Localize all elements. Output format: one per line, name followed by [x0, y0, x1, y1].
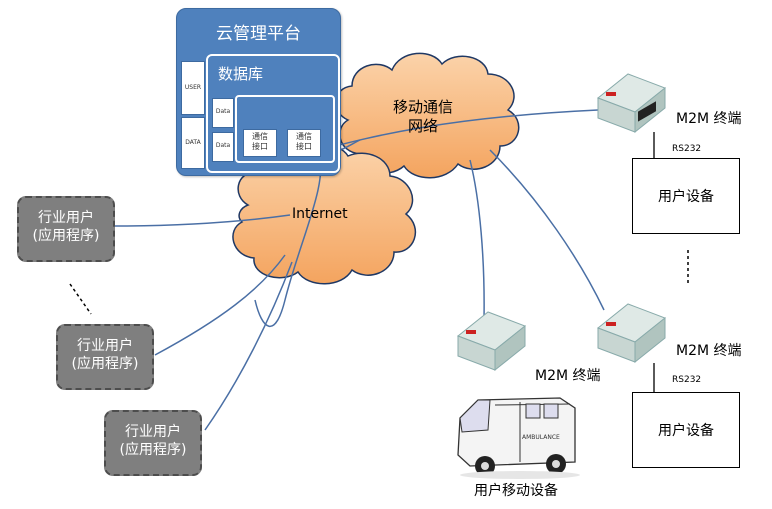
user-device-box[interactable]: 用户设备 — [632, 158, 740, 234]
data-cell-label: Data — [215, 142, 231, 149]
m2m-terminal-top-icon — [597, 73, 666, 134]
data-cell-label: Data — [215, 108, 231, 115]
comm-interface-label: 通信 接口 — [296, 132, 312, 151]
database-title: 数据库 — [218, 65, 264, 83]
user-device-box[interactable]: 用户设备 — [632, 392, 740, 468]
data-cell: Data — [212, 98, 234, 128]
m2m-terminal-label: M2M 终端 — [676, 343, 742, 359]
ambulance-icon — [457, 397, 580, 479]
ellipsis-marks — [69, 250, 689, 315]
database-box: 数据库 Data Data 通信 接口 通信 接口 — [206, 54, 340, 173]
industry-user-box[interactable]: 行业用户 (应用程序) — [17, 196, 115, 262]
mobile-network-cloud — [335, 52, 520, 179]
comm-interface-group: 通信 接口 通信 接口 — [235, 95, 335, 163]
data-store: DATA — [181, 117, 205, 169]
cloud-management-platform: 云管理平台 USER DATA 数据库 Data Data 通信 接口 通信 接… — [176, 8, 341, 176]
link-user2-internet — [154, 254, 286, 356]
ambulance-lettering: AMBULANCE — [522, 434, 560, 441]
internet-label: Internet — [292, 206, 348, 222]
rs232-label: RS232 — [672, 144, 702, 154]
m2m-terminal-label: M2M 终端 — [676, 111, 742, 127]
link-mobile-vehicle-terminal — [469, 159, 485, 321]
link-user1-internet — [113, 214, 291, 227]
comm-interface: 通信 接口 — [243, 129, 277, 157]
data-cell: Data — [212, 132, 234, 162]
m2m-terminal-bottom-icon — [597, 303, 666, 364]
industry-user-box[interactable]: 行业用户 (应用程序) — [56, 324, 154, 390]
m2m-terminal-vehicle-icon — [457, 311, 526, 372]
user-store-label: USER — [184, 84, 202, 91]
m2m-terminal-label: M2M 终端 — [535, 368, 601, 384]
mobile-network-label: 移动通信 网络 — [392, 98, 453, 135]
mobile-device-caption: 用户移动设备 — [474, 483, 558, 499]
link-user3-internet — [204, 261, 293, 431]
industry-user-box[interactable]: 行业用户 (应用程序) — [104, 410, 202, 476]
platform-title: 云管理平台 — [216, 24, 301, 44]
data-store-label: DATA — [185, 139, 201, 146]
link-mobile-terminal-bottom — [489, 149, 605, 311]
comm-interface-label: 通信 接口 — [252, 132, 268, 151]
comm-interface: 通信 接口 — [287, 129, 321, 157]
link-platform-internet — [254, 151, 322, 327]
user-store: USER — [181, 61, 205, 115]
rs232-label: RS232 — [672, 375, 702, 385]
